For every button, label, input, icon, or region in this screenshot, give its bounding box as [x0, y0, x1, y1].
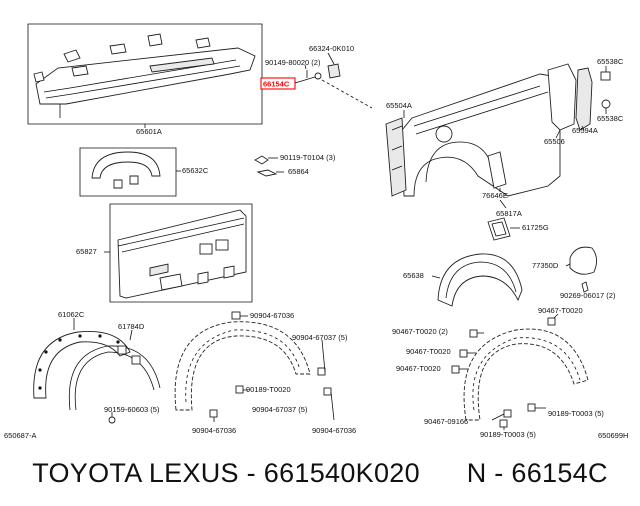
fender-flare-61062C	[33, 318, 161, 411]
callout-90149-80020: 90149-80020 (2)	[265, 58, 321, 67]
callout-65538C-2: 65538C	[597, 114, 624, 123]
callout-65638: 65638	[403, 271, 424, 280]
flare-and-housing-drawing	[487, 151, 520, 241]
part-number-caption: TOYOTA LEXUS - 661540K020 N - 66154C	[0, 440, 640, 506]
callout-90467-09166: 90467-09166	[424, 417, 468, 426]
inner-liner-clips-drawing	[451, 313, 589, 430]
rear-pillar-65506	[547, 63, 593, 139]
bracket-66324-shape	[327, 63, 341, 79]
caption-text: TOYOTA LEXUS - 661540K020 N - 66154C	[32, 457, 608, 488]
callout-90904-67037-5a: 90904-67037 (5)	[292, 333, 348, 342]
callout-66324-0K010: 66324-0K010	[309, 44, 354, 53]
callout-77350D: 77350D	[532, 261, 559, 270]
clip-66154C-shape	[314, 72, 322, 80]
callout-61062C: 61062C	[58, 310, 85, 319]
callout-90189-T0003-5a: 90189-T0003 (5)	[548, 409, 604, 418]
callout-90467-T0020-top: 90467-T0020	[538, 306, 583, 315]
clip-66154C-group: 66324-0K010 90149-80020 (2) 66154C	[260, 44, 373, 109]
callout-90467-T0020-low: 90467-T0020	[396, 364, 441, 373]
highlighted-part-box	[260, 77, 296, 90]
callout-65594A: 65594A	[572, 126, 598, 135]
wheel-arch-trim-65632C	[79, 147, 181, 197]
inner-wheelhouse-65638	[431, 253, 523, 307]
callout-76646E: 76646E	[482, 191, 508, 200]
callout-65538C-1: 65538C	[597, 57, 624, 66]
callout-61784D: 61784D	[118, 322, 145, 331]
callout-90904-67037-5b: 90904-67037 (5)	[252, 405, 308, 414]
deck-floor-panel-drawing	[27, 23, 263, 125]
callout-90189-T0003-5b: 90189-T0003 (5)	[480, 430, 536, 439]
callout-65506: 65506	[544, 137, 565, 146]
wheel-liner-drawing	[174, 311, 335, 422]
callout-65632C: 65632C	[182, 166, 209, 175]
callout-65601A: 65601A	[136, 127, 162, 136]
callout-90189-T0020-a: 90189-T0020	[246, 385, 291, 394]
callout-90904-67036-b: 90904-67036	[192, 426, 236, 435]
parts-diagram: 65601A 66324-0K010 90149-80020 (2) 66154…	[4, 23, 628, 440]
fuel-door-77350D	[565, 246, 597, 293]
callout-90904-67036-a: 90904-67036	[250, 311, 294, 320]
callout-65827: 65827	[76, 247, 97, 256]
callout-65864: 65864	[288, 167, 309, 176]
callout-65504A: 65504A	[386, 101, 412, 110]
callout-61725G: 61725G	[522, 223, 549, 232]
callout-65817A: 65817A	[496, 209, 522, 218]
callout-90159-60603: 90159-60603 (5)	[104, 405, 160, 414]
figure-code-left: 650687-A	[4, 431, 37, 440]
bed-side-panel-65504A	[385, 73, 561, 197]
callout-90467-T0020-2: 90467-T0020 (2)	[392, 327, 448, 336]
callout-90467-T0020-mid: 90467-T0020	[406, 347, 451, 356]
figure-code-right: 650699H	[598, 431, 628, 440]
cap-65538C-drawing	[600, 66, 611, 114]
callout-90269-06017: 90269-06017 (2)	[560, 291, 616, 300]
callout-90119-T0104: 90119-T0104 (3)	[280, 153, 336, 162]
bed-front-panel-65827	[104, 203, 253, 303]
callout-90904-67036-c: 90904-67036	[312, 426, 356, 435]
callout-66154C-highlighted: 66154C	[263, 80, 290, 89]
strap-65864-drawing	[254, 155, 284, 177]
